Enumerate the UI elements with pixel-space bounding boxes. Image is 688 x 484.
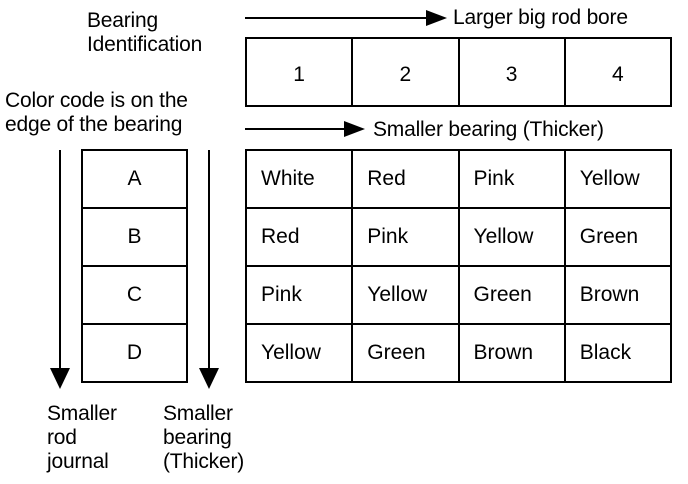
color-cell: Yellow bbox=[351, 265, 460, 325]
smaller-bearing-horizontal-arrow bbox=[245, 121, 365, 137]
bore-cell-2: 2 bbox=[351, 37, 460, 107]
journal-cell-b: B bbox=[81, 207, 188, 267]
color-cell: Pink bbox=[351, 207, 460, 267]
bore-size-table: 1 2 3 4 bbox=[244, 37, 673, 107]
smaller-rod-journal-label: Smaller rod journal bbox=[47, 402, 117, 474]
smaller-bearing-bottom-label: Smaller bearing (Thicker) bbox=[163, 402, 244, 474]
journal-row: C bbox=[81, 265, 188, 325]
journal-cell-d: D bbox=[81, 323, 188, 383]
bore-size-row: 1 2 3 4 bbox=[244, 37, 673, 107]
journal-size-table: A B C D bbox=[81, 149, 188, 383]
color-row: Pink Yellow Green Brown bbox=[244, 265, 673, 325]
smaller-bearing-thicker-label: Smaller bearing (Thicker) bbox=[373, 118, 604, 141]
color-row: Yellow Green Brown Black bbox=[244, 323, 673, 383]
color-cell: Pink bbox=[457, 149, 566, 209]
color-cell: Yellow bbox=[563, 149, 673, 209]
color-cell: Brown bbox=[457, 323, 566, 383]
smaller-bearing-bottom-line-2: bearing bbox=[163, 426, 232, 449]
smaller-rod-journal-line-3: journal bbox=[47, 450, 109, 473]
bearing-identification-line-2: Identification bbox=[87, 33, 203, 56]
color-row: White Red Pink Yellow bbox=[244, 149, 673, 209]
bore-cell-1: 1 bbox=[244, 37, 354, 107]
color-cell: Pink bbox=[244, 265, 354, 325]
smaller-bearing-vertical-arrow bbox=[199, 150, 219, 389]
color-cell: Green bbox=[351, 323, 460, 383]
color-code-line-2: edge of the bearing bbox=[5, 113, 183, 136]
bearing-identification-line-1: Bearing bbox=[87, 9, 158, 32]
color-cell: Red bbox=[351, 149, 460, 209]
color-cell: Green bbox=[563, 207, 673, 267]
bearing-color-table: White Red Pink Yellow Red Pink Yellow Gr… bbox=[244, 149, 673, 383]
color-cell: Green bbox=[457, 265, 566, 325]
color-cell: Yellow bbox=[457, 207, 566, 267]
color-row: Red Pink Yellow Green bbox=[244, 207, 673, 267]
color-cell: Yellow bbox=[244, 323, 354, 383]
smaller-rod-journal-arrow bbox=[50, 150, 70, 389]
journal-row: A bbox=[81, 149, 188, 209]
color-cell: Red bbox=[244, 207, 354, 267]
journal-cell-a: A bbox=[81, 149, 188, 209]
journal-row: D bbox=[81, 323, 188, 383]
larger-bore-label: Larger big rod bore bbox=[453, 6, 628, 29]
journal-cell-c: C bbox=[81, 265, 188, 325]
bore-cell-4: 4 bbox=[563, 37, 673, 107]
larger-bore-arrow bbox=[245, 10, 447, 26]
color-code-line-1: Color code is on the bbox=[5, 89, 188, 112]
color-cell: Black bbox=[563, 323, 673, 383]
smaller-rod-journal-line-2: rod bbox=[47, 426, 77, 449]
journal-row: B bbox=[81, 207, 188, 267]
color-code-label: Color code is on the edge of the bearing bbox=[5, 89, 188, 137]
smaller-bearing-bottom-line-3: (Thicker) bbox=[163, 450, 245, 473]
color-cell: Brown bbox=[563, 265, 673, 325]
color-cell: White bbox=[244, 149, 354, 209]
smaller-bearing-bottom-line-1: Smaller bbox=[163, 402, 233, 425]
bore-cell-3: 3 bbox=[457, 37, 566, 107]
smaller-rod-journal-line-1: Smaller bbox=[47, 402, 117, 425]
bearing-identification-label: Bearing Identification bbox=[87, 9, 202, 57]
